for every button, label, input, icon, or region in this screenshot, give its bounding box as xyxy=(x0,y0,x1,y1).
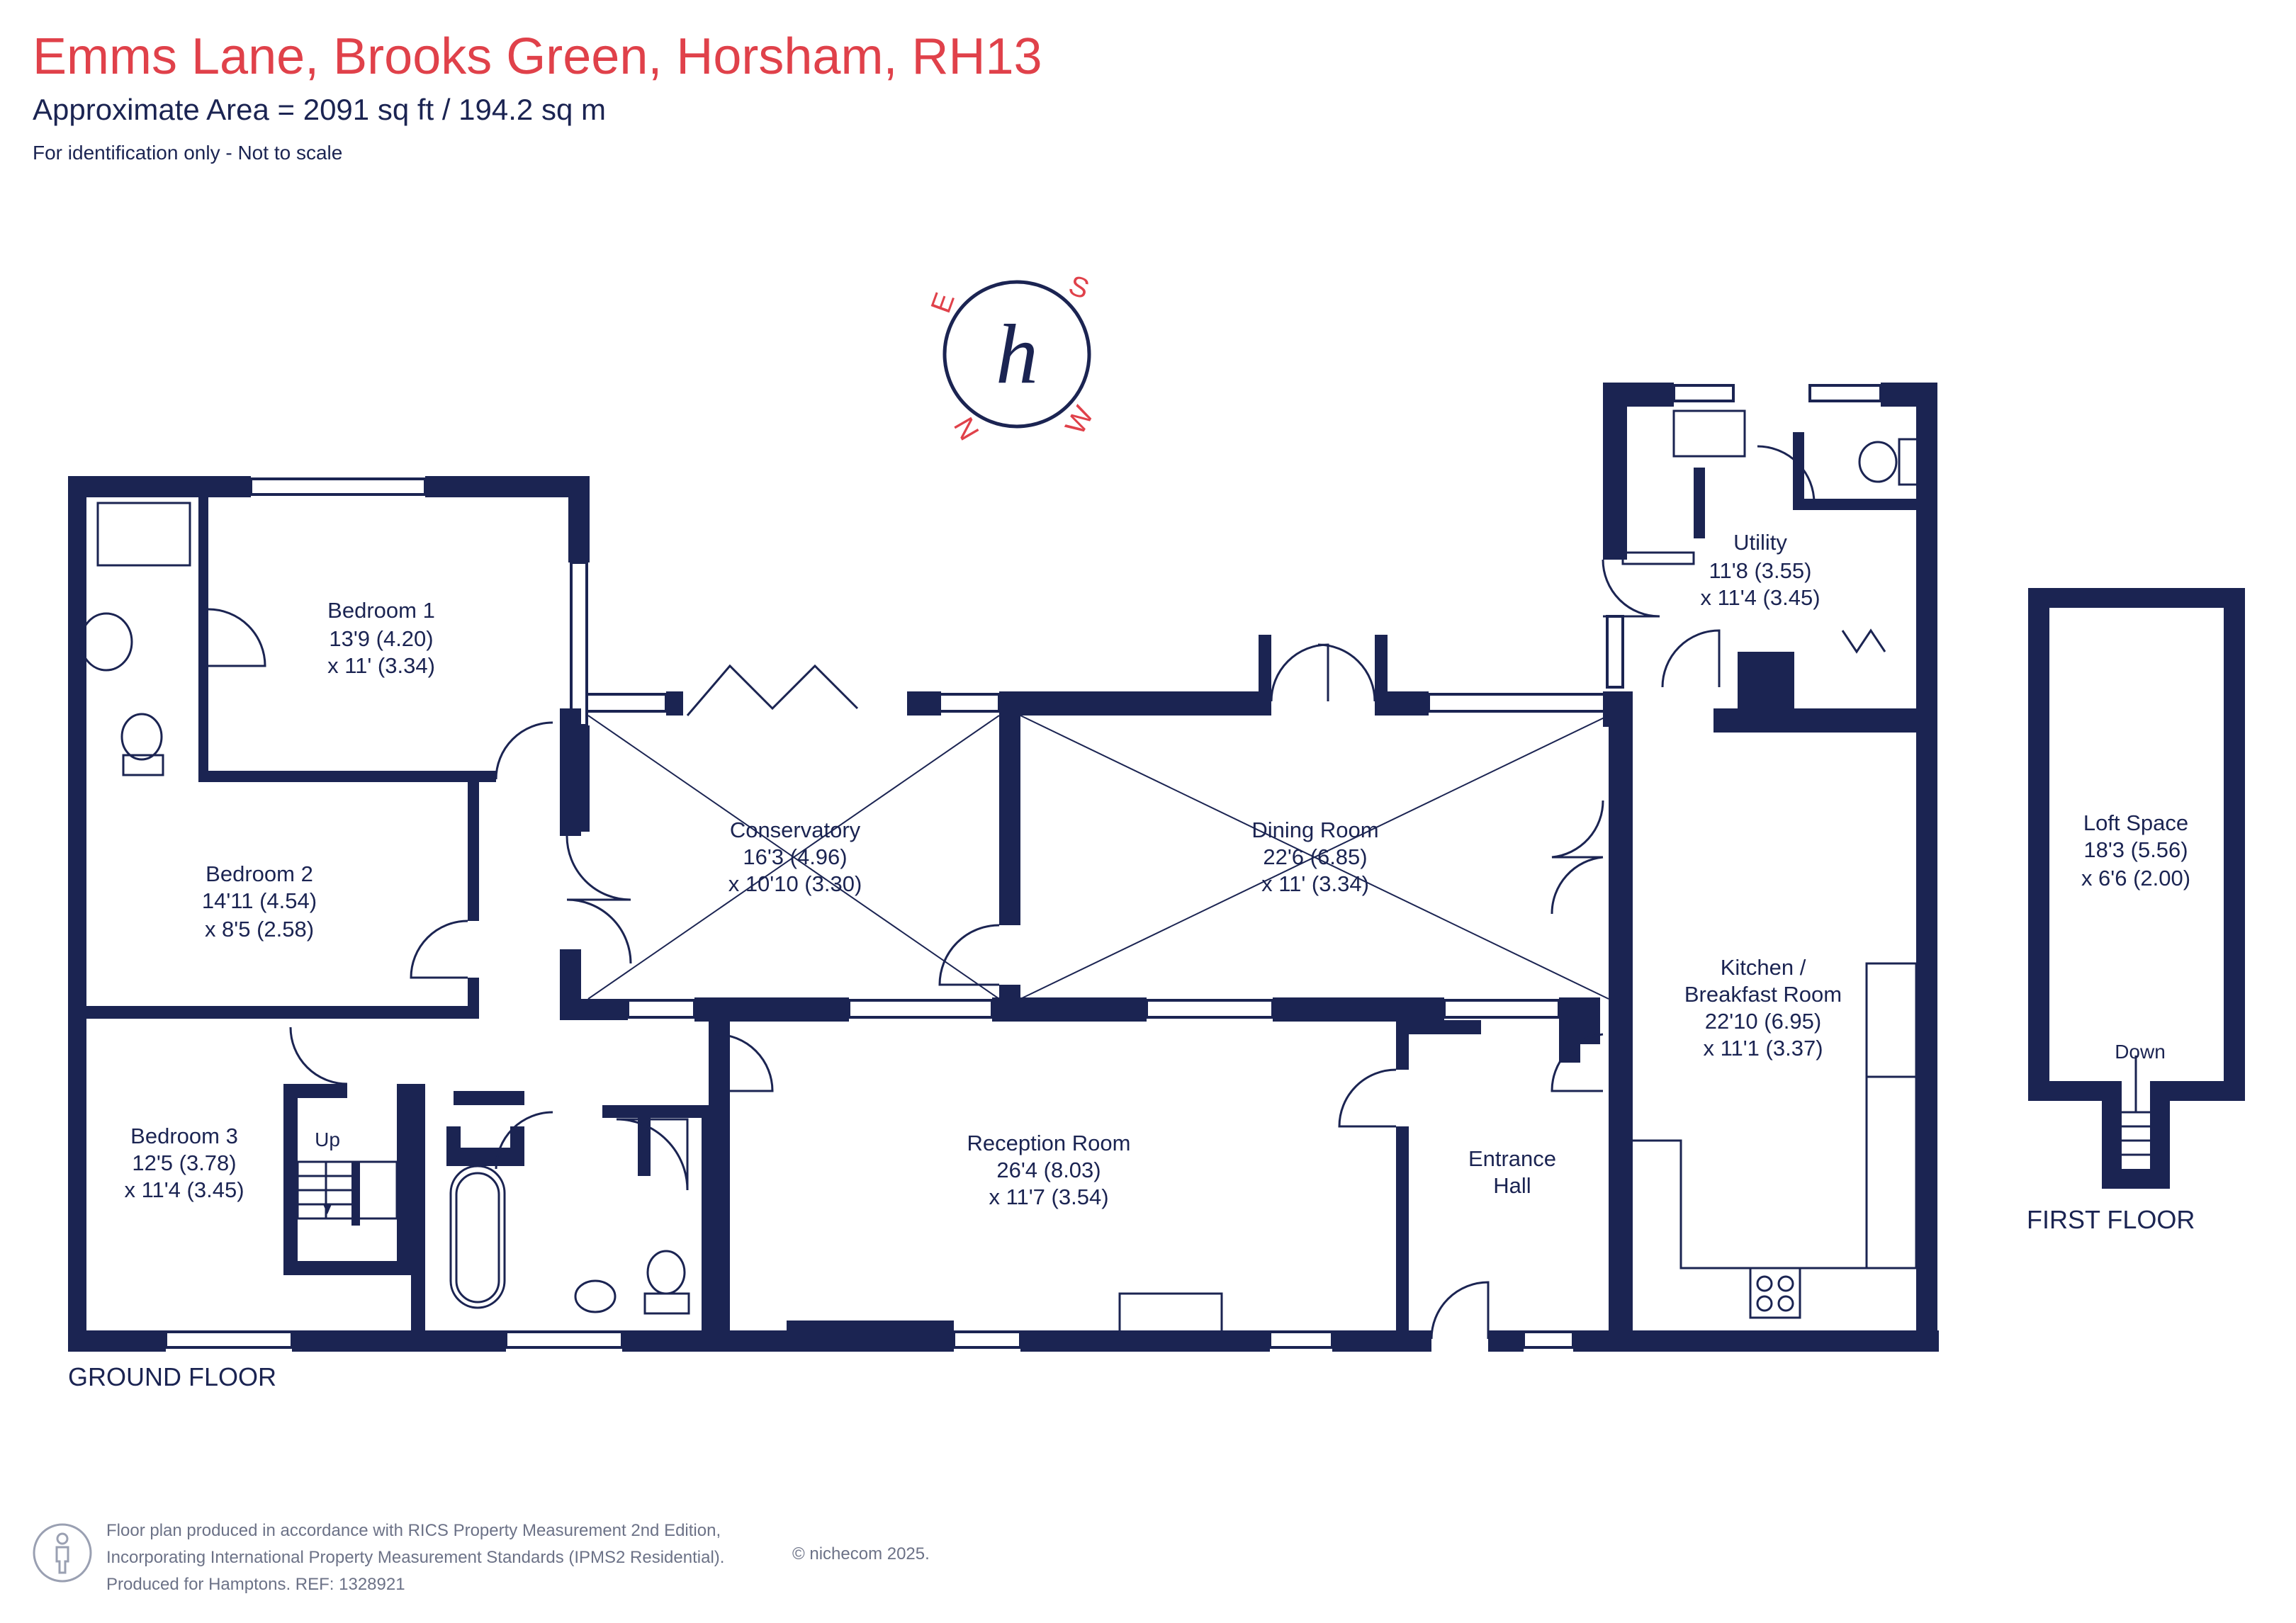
entrance-name1: Entrance xyxy=(1468,1146,1556,1171)
stair-rail xyxy=(351,1162,360,1226)
stairs-down-label: Down xyxy=(2115,1041,2166,1063)
utility-dim1: 11'8 (3.55) xyxy=(1709,558,1812,583)
basin-icon xyxy=(574,1279,617,1313)
bedroom2-dim1: 14'11 (4.54) xyxy=(202,888,317,913)
area-subtitle: Approximate Area = 2091 sq ft / 194.2 sq… xyxy=(33,93,606,126)
reception-name: Reception Room xyxy=(967,1131,1131,1155)
scale-note: For identification only - Not to scale xyxy=(33,142,343,164)
footer-line3: Produced for Hamptons. REF: 1328921 xyxy=(106,1575,405,1594)
fixtures xyxy=(79,409,1919,1333)
reception-dim2: x 11'7 (3.54) xyxy=(989,1184,1108,1209)
copyright: © nichecom 2025. xyxy=(792,1544,930,1563)
bedroom2-dim2: x 8'5 (2.58) xyxy=(205,917,314,941)
utility-dim2: x 11'4 (3.45) xyxy=(1700,585,1820,610)
fireplace-icon xyxy=(1118,1292,1223,1333)
person-icon xyxy=(33,1523,92,1583)
conservatory-name: Conservatory xyxy=(730,818,861,842)
bedroom3-dim2: x 11'4 (3.45) xyxy=(124,1177,244,1202)
compass-letter-e: E xyxy=(925,288,961,317)
utility-name: Utility xyxy=(1733,530,1787,555)
toilet-icon xyxy=(646,1250,686,1295)
ground-stairs xyxy=(296,1160,398,1220)
door-swings xyxy=(208,445,1886,1340)
entrance-name2: Hall xyxy=(1493,1173,1531,1198)
bedroom1-dim1: 13'9 (4.20) xyxy=(329,626,433,651)
stairs-up-label: Up xyxy=(315,1129,340,1150)
footer: Floor plan produced in accordance with R… xyxy=(106,1517,724,1598)
footer-line2: Incorporating International Property Mea… xyxy=(106,1548,725,1567)
bedroom1-name: Bedroom 1 xyxy=(327,598,435,623)
toilet-icon xyxy=(120,713,163,761)
hob-icon xyxy=(1749,1267,1801,1319)
conservatory-dim1: 16'3 (4.96) xyxy=(743,844,847,869)
kitchen-dim2: x 11'1 (3.37) xyxy=(1703,1036,1823,1061)
page-title: Emms Lane, Brooks Green, Horsham, RH13 xyxy=(33,28,1042,85)
dining-dim2: x 11' (3.34) xyxy=(1261,871,1369,896)
header: Emms Lane, Brooks Green, Horsham, RH13 A… xyxy=(33,31,1042,164)
loft-name: Loft Space xyxy=(2083,810,2188,835)
corner-shower-icon xyxy=(616,1118,689,1191)
bedroom3-name: Bedroom 3 xyxy=(130,1124,238,1148)
kitchen-name1: Kitchen / xyxy=(1721,955,1806,980)
bedroom2-name: Bedroom 2 xyxy=(206,861,313,886)
footer-line1: Floor plan produced in accordance with R… xyxy=(106,1521,721,1540)
kitchen-name2: Breakfast Room xyxy=(1684,982,1842,1007)
loft-stairs xyxy=(2122,1056,2150,1156)
reception-dim1: 26'4 (8.03) xyxy=(996,1158,1101,1182)
stair-arrow-icon xyxy=(323,1204,332,1214)
room-diagonals xyxy=(587,715,1609,1000)
dining-name: Dining Room xyxy=(1251,818,1378,842)
bath-icon xyxy=(449,1165,506,1309)
utility-sink-icon xyxy=(1672,409,1746,458)
first-floor-walls xyxy=(2028,588,2245,1189)
first-floor-label: FIRST FLOOR xyxy=(2027,1205,2195,1234)
loft-dim1: 18'3 (5.56) xyxy=(2083,837,2188,862)
compass-letter-s: S xyxy=(1064,270,1093,305)
shower-tray xyxy=(96,502,191,567)
kitchen-dim1: 22'10 (6.95) xyxy=(1705,1009,1821,1034)
loft-dim2: x 6'6 (2.00) xyxy=(2081,866,2190,890)
dining-dim1: 22'6 (6.85) xyxy=(1263,844,1367,869)
compass-logo-letter: h xyxy=(996,307,1038,401)
bedroom3-dim1: 12'5 (3.78) xyxy=(132,1150,236,1175)
windows xyxy=(69,384,1936,1349)
compass-logo: h S W N E xyxy=(925,270,1101,446)
basin-icon xyxy=(79,612,133,672)
toilet-icon xyxy=(1858,441,1898,483)
conservatory-dim2: x 10'10 (3.30) xyxy=(728,871,862,896)
bedroom1-dim2: x 11' (3.34) xyxy=(327,653,435,678)
ground-floor-label: GROUND FLOOR xyxy=(68,1362,276,1391)
kitchen-sink-icon xyxy=(1865,962,1918,1078)
